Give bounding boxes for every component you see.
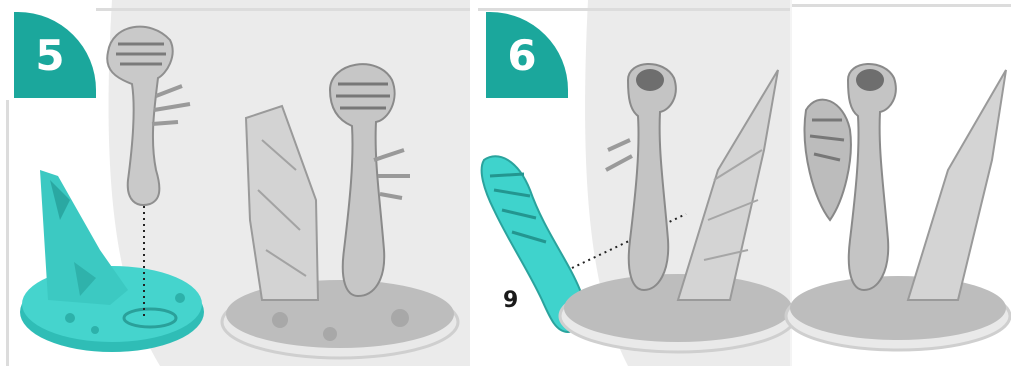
assembled-miniature-back xyxy=(786,64,1010,350)
panel-divider xyxy=(470,0,478,366)
part-number-callout: 9 xyxy=(503,288,518,313)
step-5-panel: 5 xyxy=(0,0,470,366)
step-6-panel: 6 xyxy=(478,0,1011,366)
